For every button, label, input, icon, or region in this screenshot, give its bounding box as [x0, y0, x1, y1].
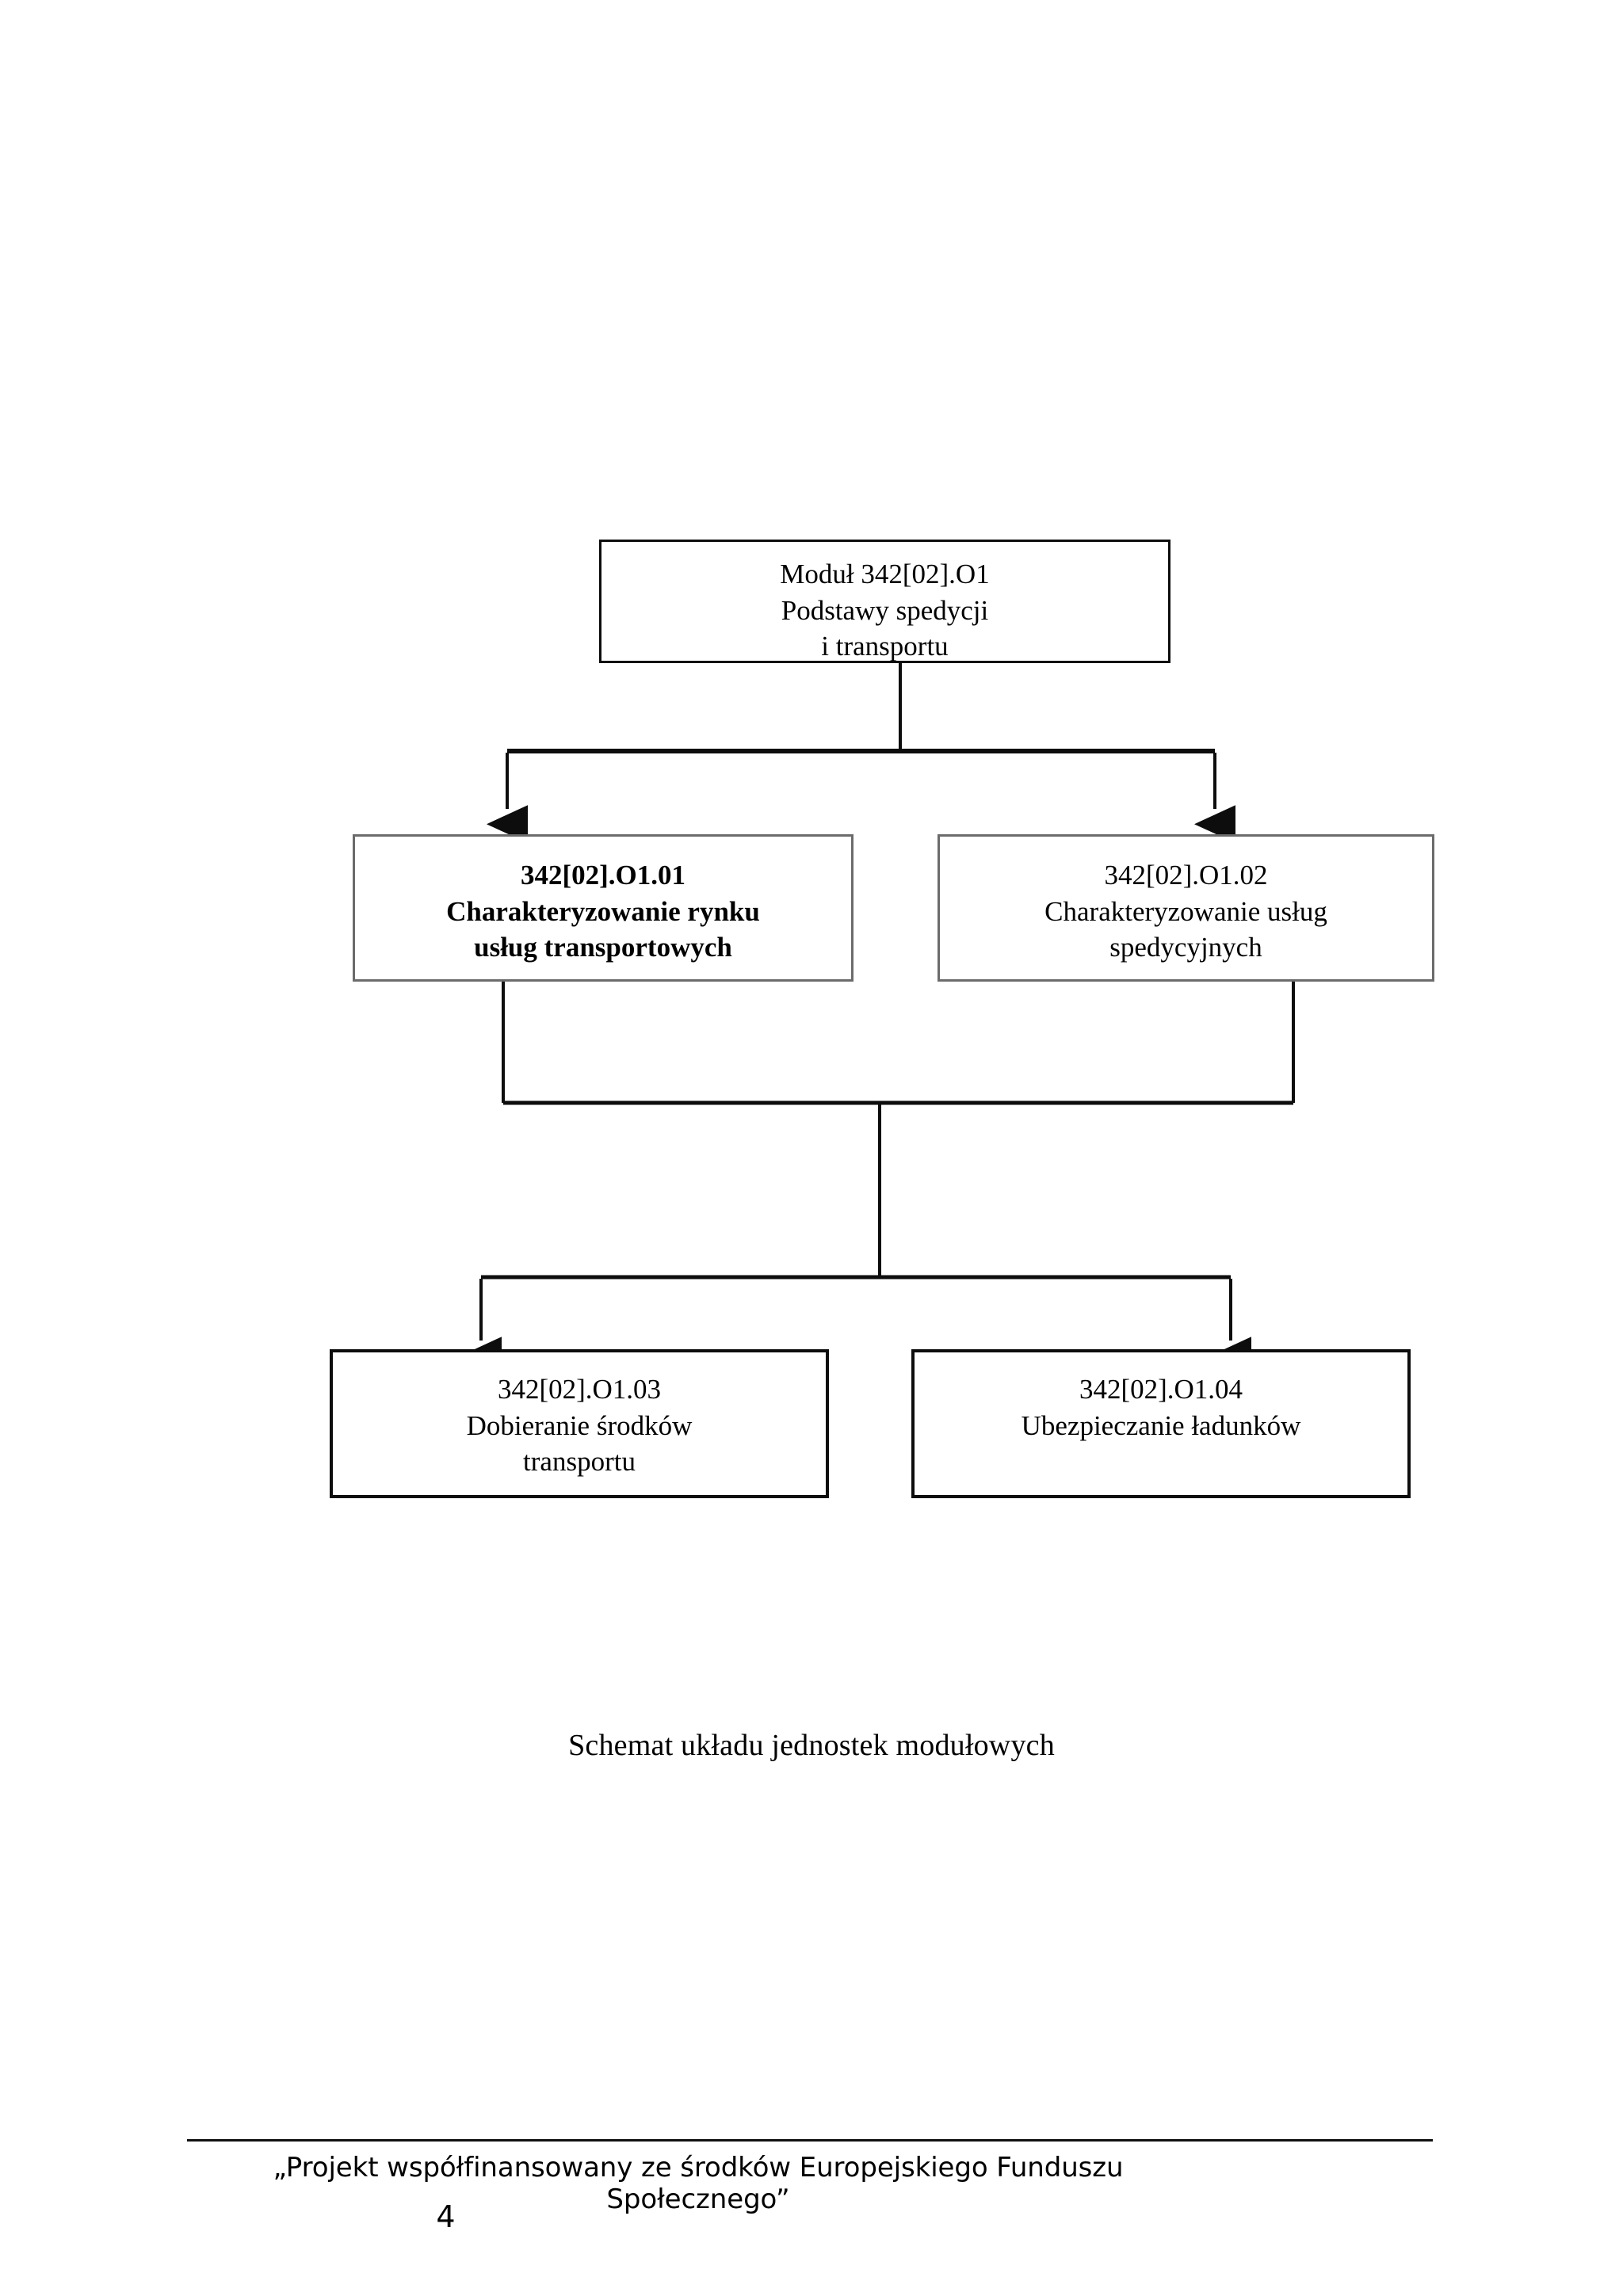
node-unit-o1-03-line-3: transportu [523, 1446, 636, 1477]
footer-note: „Projekt współfinansowany ze środków Eur… [273, 2152, 1124, 2215]
node-unit-o1-03-code: 342[02].O1.03 [497, 1374, 662, 1405]
page-number: 4 [436, 2199, 456, 2234]
node-unit-o1-02[interactable]: 342[02].O1.02 Charakteryzowanie usług sp… [938, 834, 1434, 982]
node-unit-o1-04-code: 342[02].O1.04 [1079, 1374, 1243, 1405]
node-unit-o1-03-line-2: Dobieranie środków [466, 1409, 693, 1441]
node-unit-o1-01-line-2: Charakteryzowanie rynku [446, 895, 760, 927]
node-module[interactable]: Moduł 342[02].O1 Podstawy spedycji i tra… [599, 540, 1170, 663]
node-module-line-1: Moduł 342[02].O1 [780, 559, 990, 589]
node-unit-o1-04-line-2: Ubezpieczanie ładunków [1021, 1409, 1301, 1441]
node-unit-o1-04[interactable]: 342[02].O1.04 Ubezpieczanie ładunków [911, 1349, 1411, 1498]
node-unit-o1-02-line-3: spedycyjnych [1109, 932, 1262, 963]
node-unit-o1-02-line-2: Charakteryzowanie usług [1044, 895, 1327, 927]
node-unit-o1-03[interactable]: 342[02].O1.03 Dobieranie środków transpo… [330, 1349, 829, 1498]
node-unit-o1-02-code: 342[02].O1.02 [1104, 860, 1268, 891]
node-unit-o1-01-line-3: usług transportowych [474, 932, 732, 963]
footer-divider [187, 2139, 1433, 2142]
diagram-caption: Schemat układu jednostek modułowych [568, 1729, 1055, 1762]
node-module-line-3: i transportu [821, 631, 949, 662]
node-unit-o1-01[interactable]: 342[02].O1.01 Charakteryzowanie rynku us… [353, 834, 854, 982]
node-unit-o1-01-code: 342[02].O1.01 [520, 860, 686, 891]
node-module-line-2: Podstawy spedycji [781, 594, 989, 626]
